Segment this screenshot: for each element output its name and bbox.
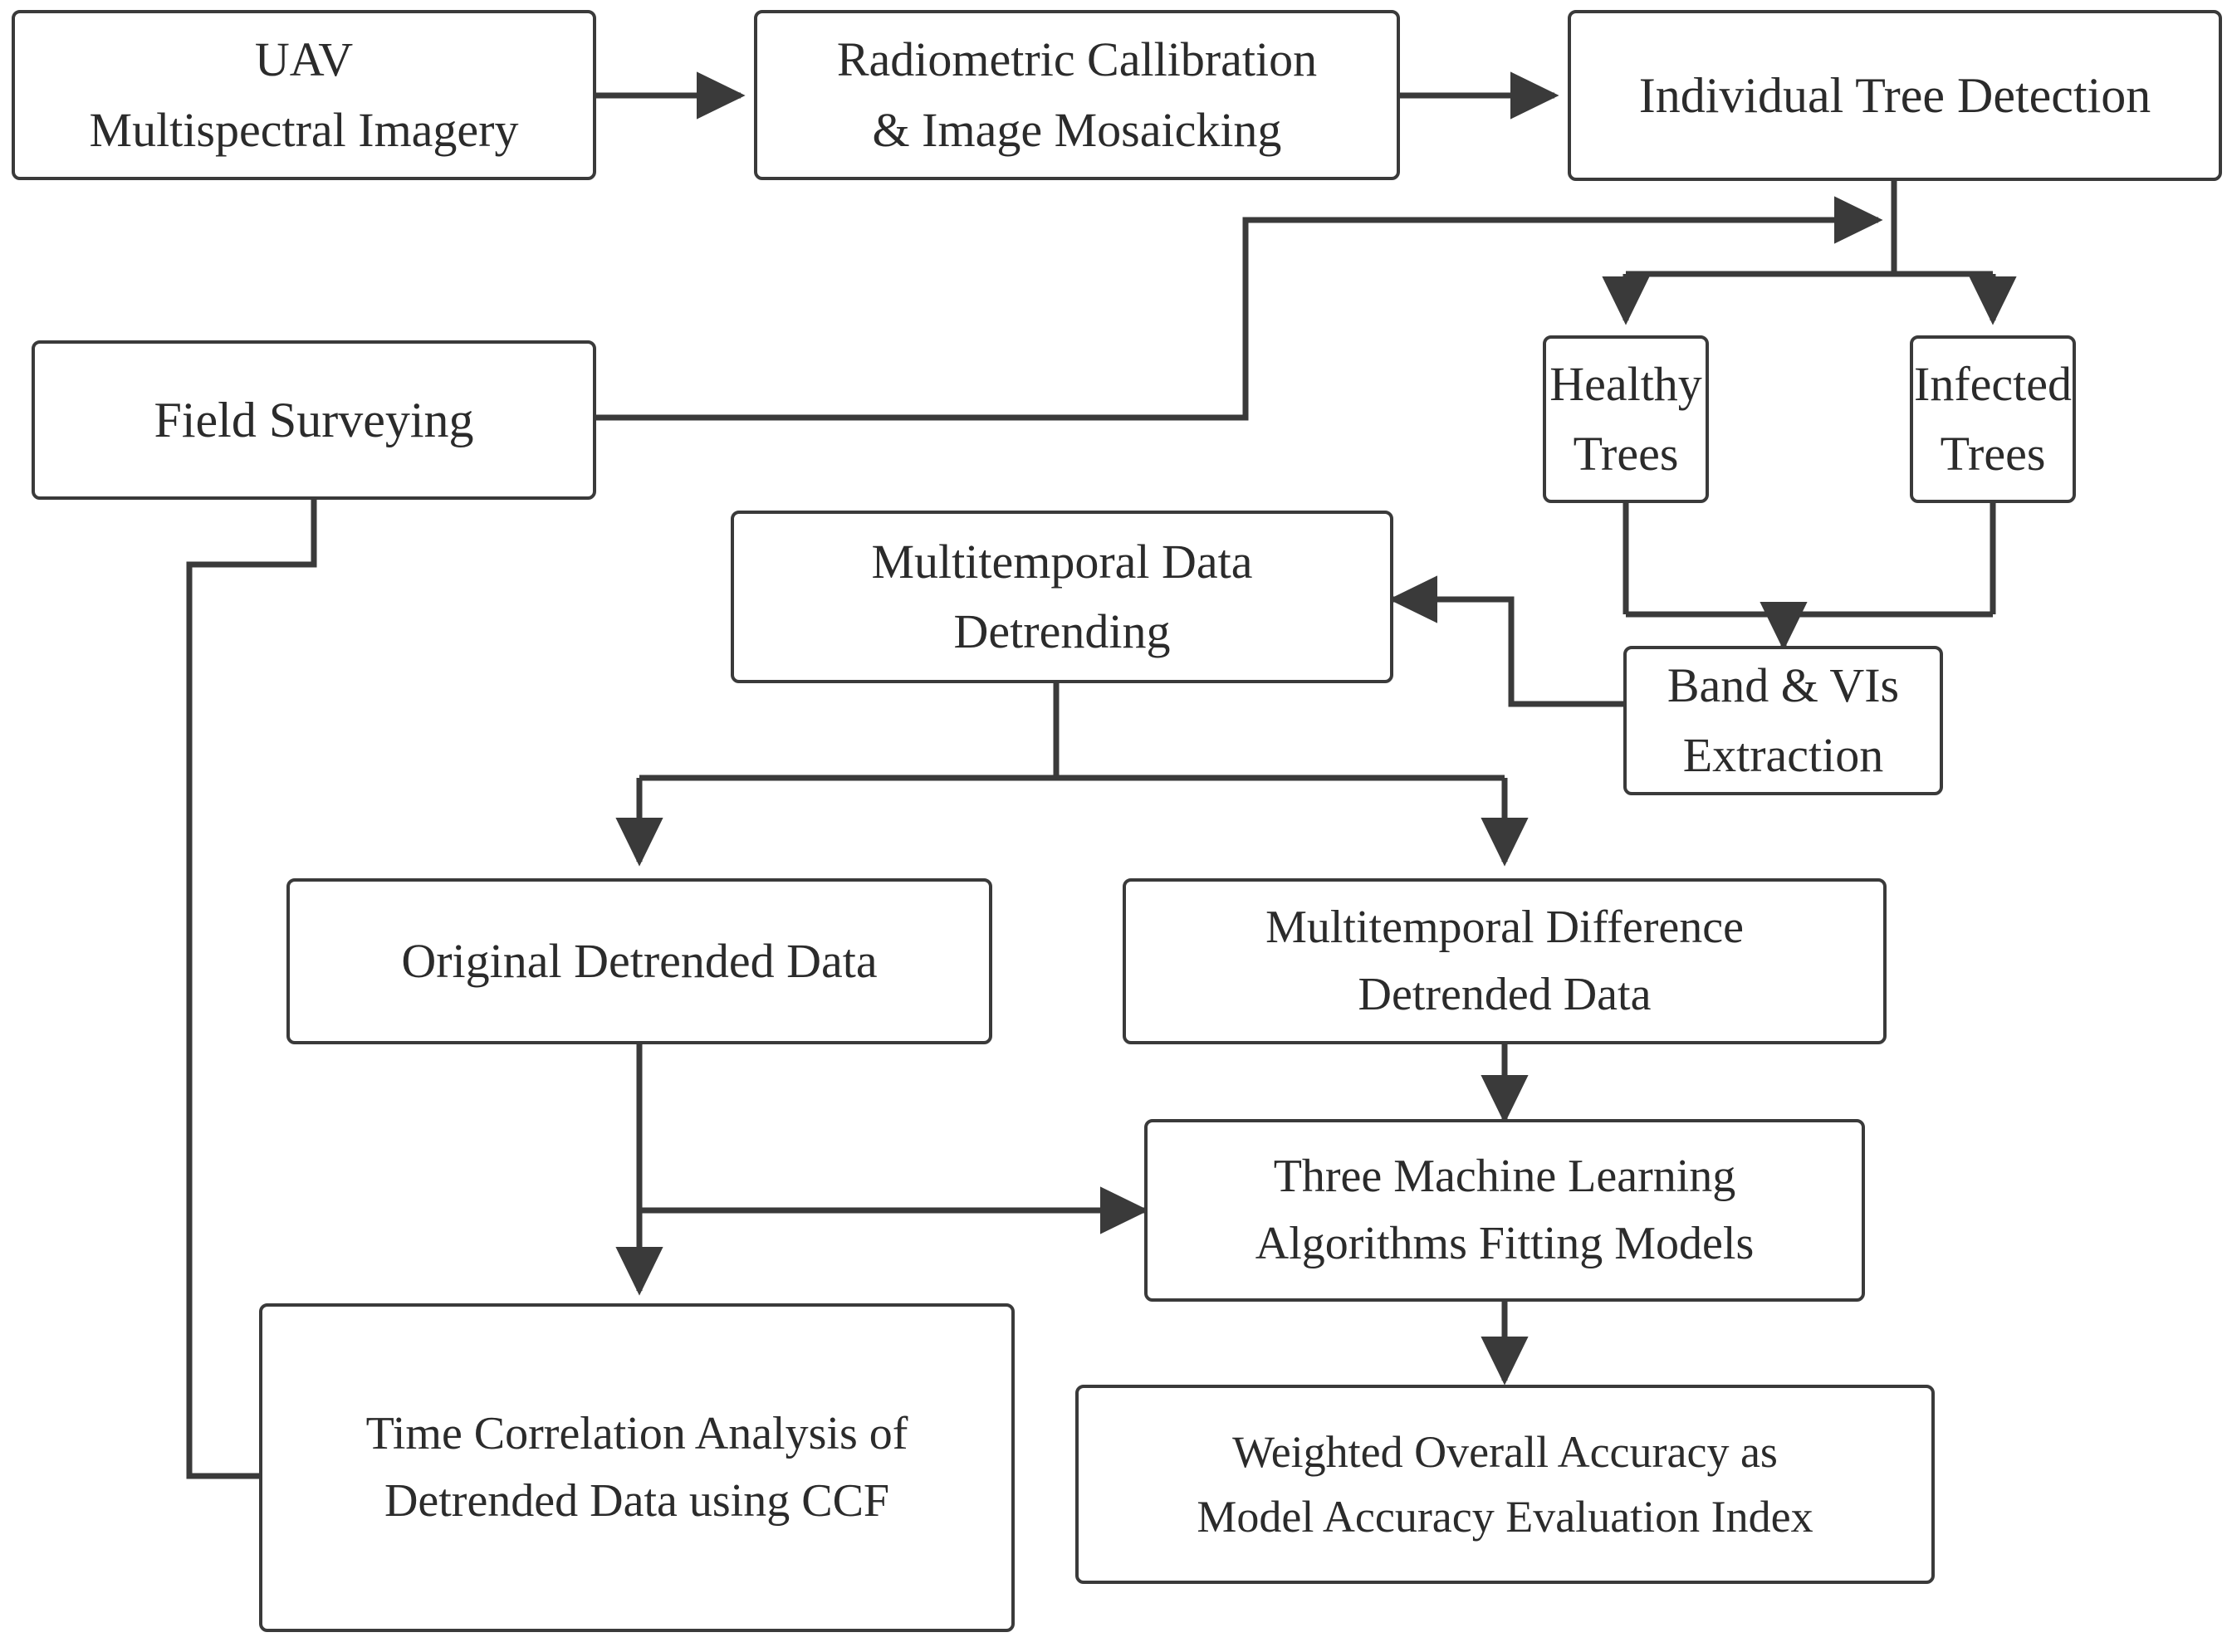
node-label: Field Surveying	[154, 392, 474, 447]
edge-band-to-detrending	[1388, 575, 1623, 707]
node-band-vis-extraction[interactable]: Band & VIs Extraction	[1623, 646, 1943, 795]
node-original-detrended-data[interactable]: Original Detrended Data	[286, 878, 992, 1044]
node-label: Original Detrended Data	[401, 933, 878, 988]
node-ml-fitting-models[interactable]: Three Machine Learning Algorithms Fittin…	[1144, 1119, 1865, 1302]
node-label: UAV Multispectral Imagery	[89, 32, 519, 157]
node-radiometric-calibration[interactable]: Radiometric Callibration & Image Mosaick…	[754, 10, 1400, 180]
node-ccf-time-correlation[interactable]: Time Correlation Analysis of Detrended D…	[259, 1303, 1015, 1632]
node-label: Individual Tree Detection	[1638, 67, 2151, 123]
node-weighted-accuracy-index[interactable]: Weighted Overall Accuracy as Model Accur…	[1075, 1385, 1935, 1584]
node-label: Time Correlation Analysis of Detrended D…	[365, 1407, 908, 1527]
node-label: Multitemporal Data Detrending	[871, 534, 1253, 658]
node-difference-detrended-data[interactable]: Multitemporal Difference Detrended Data	[1123, 878, 1887, 1044]
node-label: Band & VIs Extraction	[1667, 657, 1900, 782]
node-label: Radiometric Callibration & Image Mosaick…	[836, 32, 1318, 157]
node-field-surveying[interactable]: Field Surveying	[32, 340, 596, 500]
node-label: Multitemporal Difference Detrended Data	[1265, 901, 1744, 1020]
node-multitemporal-detrending[interactable]: Multitemporal Data Detrending	[731, 511, 1393, 683]
node-infected-trees[interactable]: Infected Trees	[1910, 335, 2076, 503]
node-label: Three Machine Learning Algorithms Fittin…	[1255, 1150, 1755, 1269]
node-label: Healthy Trees	[1549, 356, 1702, 481]
node-healthy-trees[interactable]: Healthy Trees	[1543, 335, 1709, 503]
node-label: Weighted Overall Accuracy as Model Accur…	[1197, 1426, 1813, 1542]
node-individual-tree-detection[interactable]: Individual Tree Detection	[1568, 10, 2222, 181]
node-uav-imagery[interactable]: UAV Multispectral Imagery	[12, 10, 596, 180]
node-label: Infected Trees	[1914, 356, 2072, 481]
